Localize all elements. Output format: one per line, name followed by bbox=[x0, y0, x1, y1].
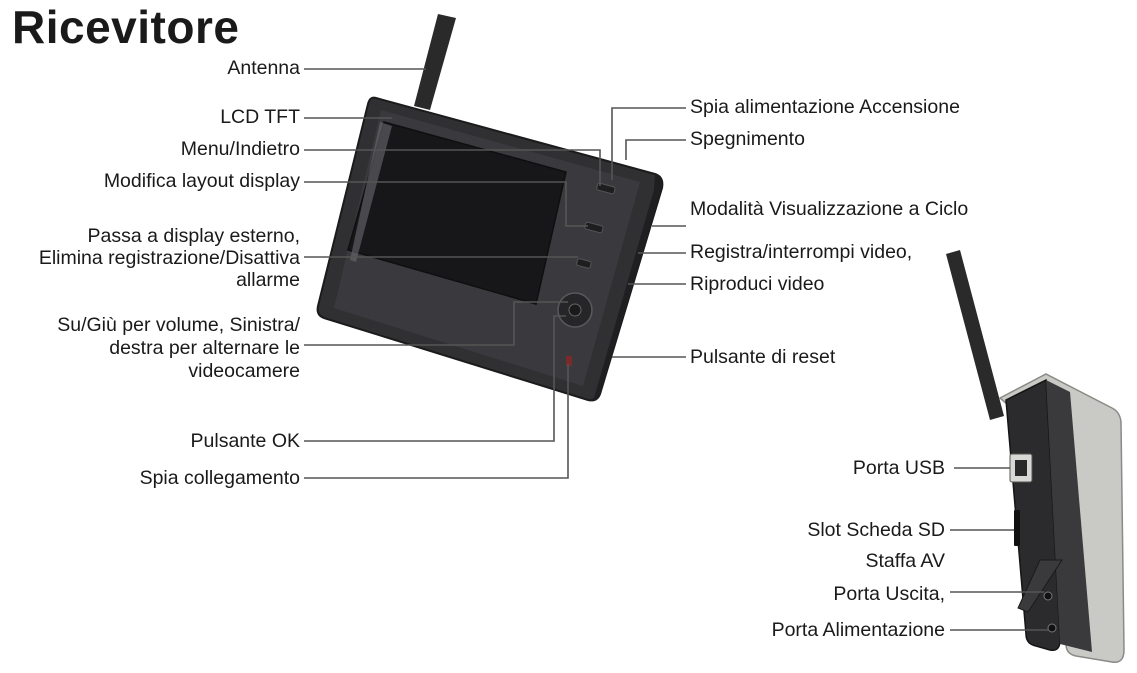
label-record: Registra/interrompi video, bbox=[690, 241, 913, 263]
label-menu: Menu/Indietro bbox=[180, 138, 300, 160]
layout-button bbox=[584, 221, 604, 234]
leader-menu bbox=[304, 149, 601, 186]
power-port bbox=[1047, 623, 1057, 633]
menu-button bbox=[596, 182, 616, 195]
display-button bbox=[576, 258, 592, 269]
label-sd: Slot Scheda SD bbox=[807, 519, 945, 541]
label-power-port: Porta Alimentazione bbox=[771, 619, 945, 641]
page-title: Ricevitore bbox=[12, 1, 240, 53]
leader-volume bbox=[304, 301, 568, 346]
leader-lines-right bbox=[611, 107, 1048, 631]
leader-ok bbox=[304, 315, 566, 442]
label-av: Staffa AV bbox=[865, 550, 945, 572]
side-antenna bbox=[946, 250, 1004, 420]
label-antenna: Antenna bbox=[227, 57, 300, 79]
sd-slot bbox=[1014, 510, 1020, 546]
side-bezel bbox=[1046, 380, 1092, 652]
leader-layout bbox=[304, 181, 588, 227]
usb-port-inner bbox=[1015, 460, 1027, 476]
label-display-ext-1: Passa a display esterno, bbox=[87, 225, 300, 247]
label-link-led: Spia collegamento bbox=[139, 467, 300, 489]
front-antenna bbox=[414, 14, 456, 110]
label-cycle: Modalità Visualizzazione a Ciclo bbox=[690, 198, 969, 220]
front-side-edge bbox=[588, 174, 663, 401]
label-display-ext-2: Elimina registrazione/Disattiva bbox=[38, 247, 300, 269]
link-led bbox=[566, 356, 572, 366]
label-display-ext-3: allarme bbox=[236, 269, 300, 291]
label-ok: Pulsante OK bbox=[190, 430, 300, 452]
out-port bbox=[1043, 591, 1053, 601]
label-out: Porta Uscita, bbox=[833, 583, 945, 605]
label-layout: Modifica layout display bbox=[103, 170, 300, 192]
label-volume-3: videocamere bbox=[188, 360, 300, 382]
side-receiver bbox=[946, 250, 1125, 663]
front-screen bbox=[347, 121, 567, 305]
label-play: Riproduci video bbox=[690, 273, 825, 295]
label-lcd: LCD TFT bbox=[220, 106, 300, 128]
ok-button bbox=[568, 303, 582, 317]
label-volume-2: destra per alternare le bbox=[109, 337, 300, 359]
leader-lines-left bbox=[304, 68, 601, 479]
label-volume-1: Su/Giù per volume, Sinistra/ bbox=[57, 314, 300, 336]
leader-power-off bbox=[625, 139, 686, 160]
front-receiver bbox=[316, 14, 664, 402]
leader-link bbox=[304, 364, 569, 479]
screen-glare bbox=[350, 122, 392, 262]
label-reset: Pulsante di reset bbox=[690, 346, 836, 368]
label-power-led: Spia alimentazione Accensione bbox=[690, 96, 960, 118]
label-usb: Porta USB bbox=[852, 457, 945, 479]
label-power-off: Spegnimento bbox=[690, 128, 805, 150]
leader-power-led bbox=[611, 107, 686, 180]
